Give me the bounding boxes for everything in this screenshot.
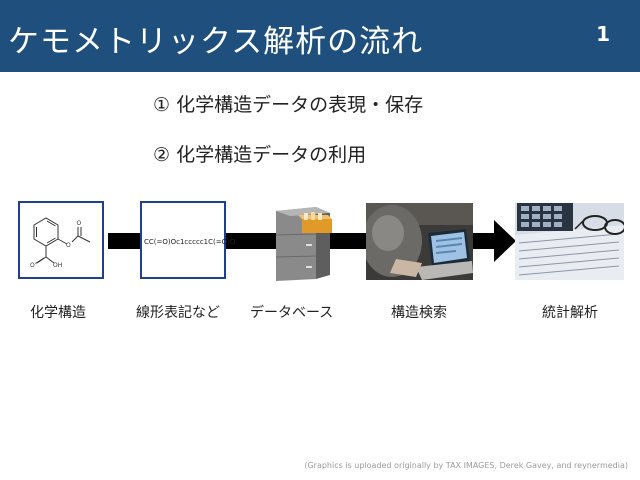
bullet-1: ① 化学構造データの表現・保存 (153, 94, 424, 116)
smiles-text: CC(=O)Oc1ccccc1C(=O)O (144, 238, 236, 246)
linear-notation-box: CC(=O)Oc1ccccc1C(=O)O (140, 201, 236, 279)
carbonyl-oxygen-label: O (77, 220, 82, 227)
structure-search-photo (366, 203, 473, 280)
acid-oxygen-label: O (30, 262, 35, 269)
ester-oxygen-label: O (66, 242, 71, 249)
label-linear-notation: 線形表記など (136, 305, 220, 321)
statistics-photo (515, 203, 624, 280)
label-database: データベース (250, 305, 334, 321)
label-statistical-analysis: 統計解析 (542, 305, 598, 321)
image-credit: (Graphics is uploaded originally by TAX … (304, 461, 628, 470)
aspirin-structure-icon: O O O OH (30, 217, 91, 269)
hydroxyl-label: OH (53, 262, 62, 269)
chemical-structure-box: O O O OH (18, 201, 104, 279)
label-structure-search: 構造検索 (391, 305, 447, 321)
bullet-2: ② 化学構造データの利用 (153, 144, 367, 166)
slide-title: ケモメトリックス解析の流れ (8, 24, 424, 60)
label-chemical-structure: 化学構造 (30, 305, 86, 321)
flow-arrowhead-icon (494, 220, 516, 262)
file-cabinet-image (268, 203, 342, 281)
title-bar: ケモメトリックス解析の流れ 1 (0, 0, 640, 72)
page-number: 1 (596, 22, 610, 46)
